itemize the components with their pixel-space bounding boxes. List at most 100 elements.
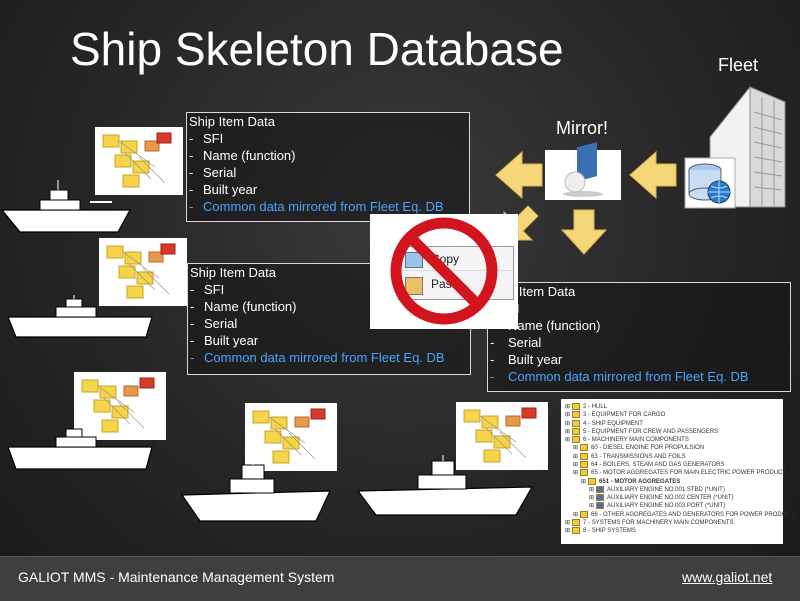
footer-bar bbox=[0, 556, 800, 601]
folder-icon bbox=[580, 444, 589, 452]
tree-node[interactable]: ⊞ 7 - SYSTEMS FOR MACHINERY MAIN COMPONEN… bbox=[565, 518, 783, 527]
folder-tree-thumbnail bbox=[95, 127, 183, 195]
folder-icon bbox=[572, 427, 581, 435]
tree-node[interactable]: ⊞ 8 - SHIP SYSTEMS bbox=[565, 527, 783, 535]
item-field: -Name (function) bbox=[490, 318, 601, 333]
expand-icon[interactable]: ⊞ bbox=[565, 412, 571, 419]
ship-icon bbox=[356, 455, 534, 516]
tree-node[interactable]: ⊞ 66 - OTHER AGGREGATES AND GENERATORS FO… bbox=[565, 510, 795, 519]
expand-icon[interactable]: ⊞ bbox=[581, 478, 587, 485]
mirror-icon bbox=[545, 142, 621, 200]
tree-node[interactable]: ⊞3 - EQUIPMENT FOR CARGO bbox=[565, 411, 783, 419]
item-field: -SFI bbox=[190, 282, 225, 297]
expand-icon[interactable]: ⊞ bbox=[573, 453, 579, 460]
item-field: -Built year bbox=[190, 333, 259, 348]
item-field-mirrored: -Common data mirrored from Fleet Eq. DB bbox=[190, 350, 445, 365]
tree-node-label: 651 - MOTOR AGGREGATES bbox=[599, 478, 681, 485]
footer-text: GALIOT MMS - Maintenance Management Syst… bbox=[18, 569, 335, 585]
tree-node[interactable]: ⊞ 4 - SHIP EQUIPMENT bbox=[565, 419, 783, 428]
tree-node-label: 7 - SYSTEMS FOR MACHINERY MAIN COMPONENT… bbox=[583, 520, 734, 527]
folder-icon bbox=[572, 411, 581, 419]
engine-icon bbox=[596, 494, 605, 502]
tree-node-label: 8 - SHIP SYSTEMS bbox=[583, 528, 636, 535]
tree-node-label: AUXILIARY ENGINE NO.002 CENTER (*UNIT) bbox=[607, 495, 734, 502]
ship-icon bbox=[7, 295, 153, 338]
item-box-heading: p Item Data bbox=[508, 284, 576, 299]
tree-node-label: 5 - EQUIPMENT FOR CREW AND PASSENGERS bbox=[583, 428, 719, 435]
item-box-heading: Ship Item Data bbox=[190, 265, 276, 280]
tree-node-label: AUXILIARY ENGINE NO.003 PORT (*UNIT) bbox=[607, 503, 726, 510]
ship-icon bbox=[180, 455, 331, 522]
folder-icon bbox=[572, 419, 581, 427]
tree-node-label: 64 - BOILERS, STEAM AND GAS GENERATORS bbox=[591, 462, 725, 469]
expand-icon[interactable]: ⊞ bbox=[565, 520, 571, 527]
folder-tree-thumbnail bbox=[99, 238, 187, 306]
website-link[interactable]: www.galiot.net bbox=[682, 569, 773, 585]
tree-node-label: 60 - DIESEL ENGINE FOR PROPULSION bbox=[591, 445, 705, 452]
ship-icon bbox=[7, 428, 153, 470]
expand-icon[interactable]: ⊞ bbox=[589, 503, 595, 510]
folder-icon bbox=[580, 469, 589, 477]
fleet-label: Fleet bbox=[718, 55, 759, 75]
item-field-mirrored: -Common data mirrored from Fleet Eq. DB bbox=[189, 199, 444, 214]
tree-node[interactable]: ⊞ 651 - MOTOR AGGREGATES bbox=[565, 477, 783, 486]
item-field: -Built year bbox=[490, 352, 563, 367]
folder-tree-thumbnail bbox=[456, 402, 548, 470]
tree-node[interactable]: ⊞ 60 - DIESEL ENGINE FOR PROPULSION bbox=[565, 444, 783, 452]
folder-icon bbox=[572, 403, 581, 410]
item-field: -Name (function) bbox=[189, 148, 296, 163]
copy-paste-menu: Copy Paste bbox=[370, 214, 518, 329]
folder-tree-thumbnail bbox=[245, 403, 337, 471]
expand-icon[interactable]: ⊞ bbox=[565, 420, 571, 427]
expand-icon[interactable]: ⊞ bbox=[589, 495, 595, 502]
expand-icon[interactable]: ⊞ bbox=[573, 445, 579, 452]
prohibited-icon bbox=[390, 217, 498, 325]
folder-icon bbox=[588, 477, 597, 485]
expand-icon[interactable]: ⊞ bbox=[573, 470, 579, 477]
arrow-left-icon bbox=[495, 150, 543, 200]
expand-icon[interactable]: ⊞ bbox=[565, 428, 571, 435]
folder-icon bbox=[580, 510, 589, 518]
page-title: Ship Skeleton Database bbox=[70, 23, 564, 75]
expand-icon[interactable]: ⊞ bbox=[589, 486, 595, 493]
tree-node[interactable]: ⊞ 64 - BOILERS, STEAM AND GAS GENERATORS bbox=[565, 460, 783, 469]
engine-icon bbox=[596, 485, 605, 493]
mirror-label: Mirror! bbox=[556, 118, 608, 138]
tree-node[interactable]: ⊞ AUXILIARY ENGINE NO.002 CENTER (*UNIT) bbox=[565, 494, 783, 502]
folder-icon bbox=[572, 436, 581, 444]
folder-icon bbox=[572, 518, 581, 526]
item-box-heading: Ship Item Data bbox=[189, 114, 275, 129]
tree-node[interactable]: ⊞63 - TRANSMISSIONS AND FOILS bbox=[565, 452, 783, 461]
tree-node-label: 66 - OTHER AGGREGATES AND GENERATORS FOR… bbox=[591, 511, 796, 518]
expand-icon[interactable]: ⊞ bbox=[565, 404, 571, 411]
item-field: -Built year bbox=[189, 182, 258, 197]
ship-item-box: Ship Item Data -SFI -Name (function) -Se… bbox=[186, 112, 470, 222]
arrow-down-icon bbox=[560, 209, 608, 255]
tree-node[interactable]: ⊞ 6 - MACHINERY MAIN COMPONENTS bbox=[565, 436, 783, 444]
expand-icon[interactable]: ⊞ bbox=[573, 462, 579, 469]
ship-icon bbox=[0, 180, 132, 233]
item-field: -Serial bbox=[189, 165, 237, 180]
tree-node[interactable]: ⊞ 2 - HULL bbox=[565, 403, 783, 411]
sfi-tree-panel: ⊞2 - HULL⊞3 - EQUIPMENT FOR CARGO⊞4 - SH… bbox=[561, 399, 795, 544]
folder-tree-thumbnail bbox=[74, 372, 166, 440]
tree-node-label: 2 - HULL bbox=[583, 404, 608, 411]
item-field-mirrored: -Common data mirrored from Fleet Eq. DB bbox=[490, 369, 749, 384]
paste-icon bbox=[405, 277, 423, 295]
item-field: -Serial bbox=[490, 335, 542, 350]
expand-icon[interactable]: ⊞ bbox=[573, 511, 579, 518]
tree-node[interactable]: ⊞65 - MOTOR AGGREGATES FOR MAIN ELECTRIC… bbox=[565, 469, 787, 477]
tree-node-label: 6 - MACHINERY MAIN COMPONENTS bbox=[583, 437, 689, 444]
ship-item-box: p Item Data -FI -Name (function) -Serial… bbox=[487, 282, 791, 392]
copy-icon bbox=[405, 252, 423, 268]
arrow-left-icon bbox=[629, 150, 677, 200]
tree-node-label: 4 - SHIP EQUIPMENT bbox=[583, 420, 643, 427]
item-field: -FI bbox=[488, 300, 790, 317]
folder-icon bbox=[572, 527, 581, 535]
expand-icon[interactable]: ⊞ bbox=[565, 528, 571, 535]
database-icon bbox=[684, 157, 736, 209]
tree-node[interactable]: ⊞ AUXILIARY ENGINE NO.003 PORT (*UNIT) bbox=[565, 502, 783, 510]
tree-node[interactable]: ⊞ 5 - EQUIPMENT FOR CREW AND PASSENGERS bbox=[565, 427, 783, 436]
tree-node[interactable]: ⊞AUXILIARY ENGINE NO.001 STBD (*UNIT) bbox=[565, 485, 783, 494]
expand-icon[interactable]: ⊞ bbox=[565, 437, 571, 444]
